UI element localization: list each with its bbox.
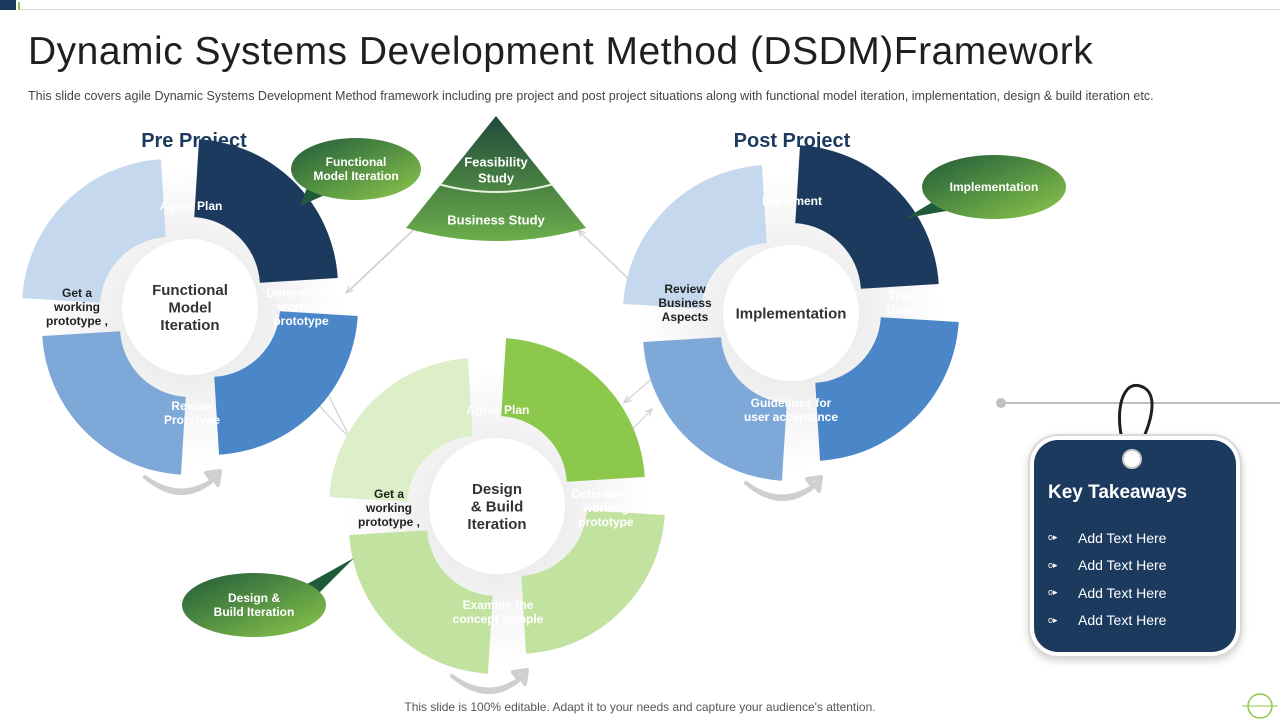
- segment-bottom: [42, 331, 186, 475]
- key-bullet-icon: o▸: [1048, 614, 1058, 625]
- cycle-hub: [723, 245, 859, 381]
- bubble-shape: [922, 155, 1066, 219]
- cycle-hub: [122, 239, 258, 375]
- connector-line: [349, 224, 420, 291]
- triangle-shape: [406, 116, 586, 241]
- implementation-bubble: Implementation: [906, 155, 1066, 219]
- segment-top: [795, 145, 939, 289]
- segment-right: [815, 317, 959, 461]
- key-bullet-icon: o▸: [1048, 532, 1058, 543]
- label-top: Implement: [762, 194, 822, 208]
- key-takeaways-title: Key Takeaways: [1048, 482, 1188, 503]
- takeaway-item: o▸Add Text Here: [1048, 584, 1167, 601]
- segment-top: [194, 139, 338, 283]
- footer-note: This slide is 100% editable. Adapt it to…: [404, 700, 876, 714]
- page-title: Dynamic Systems Development Method (DSDM…: [28, 30, 1094, 73]
- tag-hole: [1122, 449, 1142, 469]
- rotate-arrow-icon: [744, 475, 823, 502]
- top-accent-bar: [0, 0, 1280, 10]
- bubble-label: Design &Build Iteration: [214, 591, 295, 619]
- rotate-arrow-icon: [143, 469, 222, 496]
- segment-right: [214, 311, 358, 455]
- segment-bottom: [349, 530, 493, 674]
- post-project-heading: Post Project: [734, 130, 851, 152]
- segment-left: [623, 165, 767, 309]
- arrow-head-icon: [644, 407, 654, 417]
- page-subtitle: This slide covers agile Dynamic Systems …: [28, 89, 1154, 103]
- label-top: Agree Plan: [467, 403, 530, 417]
- segment-right: [521, 510, 665, 654]
- rotate-arrow-icon: [450, 668, 529, 695]
- bubble-shape: [291, 138, 421, 200]
- key-takeaways-list: o▸Add Text Here o▸Add Text Here o▸Add Te…: [1048, 524, 1166, 634]
- segment-bottom: [643, 337, 787, 481]
- design-build-bubble: Design &Build Iteration: [182, 558, 354, 637]
- takeaway-item: o▸Add Text Here: [1048, 529, 1167, 546]
- bubble-shape: [182, 573, 326, 637]
- segment-left: [22, 159, 166, 303]
- bubble-tail: [300, 558, 354, 596]
- segment-left: [329, 358, 473, 502]
- tag-string: [1117, 383, 1154, 459]
- line-dot: [996, 398, 1006, 408]
- key-takeaways-card: [1034, 440, 1236, 652]
- key-bullet-icon: o▸: [1048, 559, 1058, 570]
- key-bullet-icon: o▸: [1048, 587, 1058, 598]
- cycle-hub: [429, 438, 565, 574]
- pre-project-heading: Pre Project: [141, 130, 247, 152]
- takeaway-item: o▸Add Text Here: [1048, 612, 1167, 629]
- bubble-label: Implementation: [950, 180, 1039, 194]
- segment-top: [501, 338, 645, 482]
- triangle-divider: [437, 183, 555, 193]
- arrow-head-icon: [344, 285, 354, 295]
- label-top: Agree Plan: [160, 199, 223, 213]
- takeaway-item: o▸Add Text Here: [1048, 557, 1167, 574]
- arrow-head-icon: [622, 395, 632, 405]
- triangle-bottom-label: Business Study: [447, 213, 545, 228]
- cycle-center-label: Implementation: [736, 305, 847, 322]
